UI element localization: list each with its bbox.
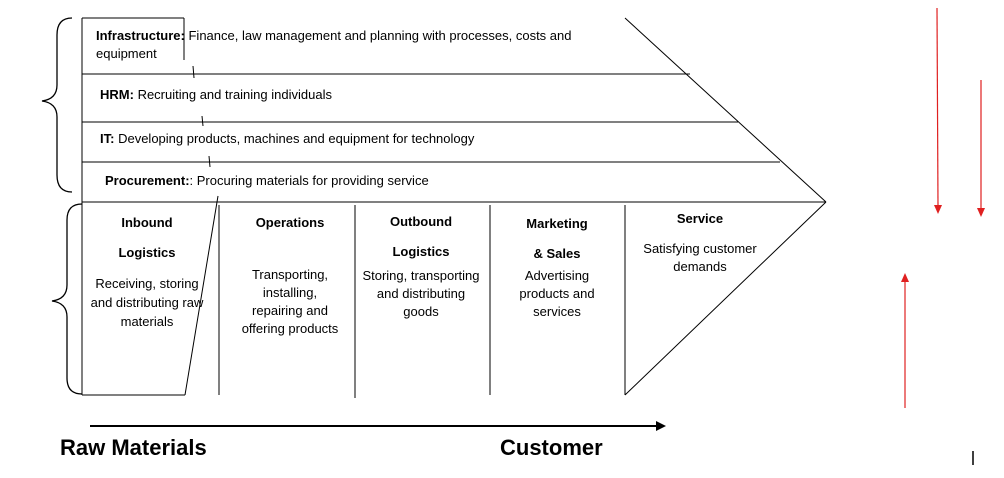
inbound-title-2: Logistics	[118, 245, 176, 260]
red-arrow-down-1	[936, 7, 939, 207]
inbound-title-1: Inbound	[121, 215, 173, 230]
tick-mark	[201, 115, 204, 127]
tick-mark	[192, 65, 195, 79]
marketing-title-1: Marketing	[526, 216, 588, 231]
service-text: Satisfying customer demands	[643, 241, 757, 274]
outbound-title-1: Outbound	[389, 214, 453, 229]
outbound-text: Storing, transporting and distributing g…	[362, 268, 480, 319]
chevron-bottom-edge	[624, 201, 827, 396]
procurement-text: : Procuring materials for providing serv…	[189, 173, 429, 188]
support-procurement: Procurement:: Procuring materials for pr…	[105, 172, 665, 190]
primary-service: Service Satisfying customer demands	[636, 210, 764, 276]
procurement-label: Procurement:	[105, 173, 190, 188]
operations-text: Transporting, installing, repairing and …	[241, 267, 339, 336]
red-arrow-head	[934, 205, 942, 214]
it-text: Developing products, machines and equipm…	[118, 131, 475, 146]
outbound-title-2: Logistics	[392, 244, 450, 259]
service-title: Service	[676, 211, 724, 226]
primary-inbound-logistics: Inbound Logistics Receiving, storing and…	[88, 214, 206, 331]
red-arrow-head	[977, 208, 985, 217]
support-hrm: HRM: Recruiting and training individuals	[100, 86, 600, 104]
support-infrastructure: Infrastructure: Finance, law management …	[96, 27, 606, 63]
infrastructure-text: Finance, law management and planning wit…	[96, 28, 572, 61]
chevron-top-edge	[624, 17, 827, 203]
column-divider-slanted	[184, 195, 219, 396]
hrm-label: HRM:	[100, 87, 134, 102]
support-brace	[41, 17, 73, 193]
hrm-text: Recruiting and training individuals	[137, 87, 332, 102]
marketing-title-2: & Sales	[533, 246, 581, 261]
support-it: IT: Developing products, machines and eq…	[100, 130, 660, 148]
infrastructure-label: Infrastructure:	[96, 28, 185, 43]
tick-mark	[208, 155, 211, 168]
primary-marketing-sales: Marketing & Sales Advertising products a…	[505, 215, 609, 321]
operations-title: Operations	[255, 215, 325, 230]
primary-operations: Operations Transporting, installing, rep…	[236, 214, 344, 338]
flow-end-label: Customer	[500, 435, 603, 460]
it-label: IT:	[100, 131, 115, 146]
red-arrow-head	[901, 273, 909, 282]
marketing-text: Advertising products and services	[519, 268, 595, 319]
primary-outbound-logistics: Outbound Logistics Storing, transporting…	[362, 213, 480, 321]
inbound-text: Receiving, storing and distributing raw …	[90, 276, 204, 329]
primary-brace	[51, 203, 83, 395]
flow-arrow-head	[656, 421, 666, 431]
flow-start-label: Raw Materials	[60, 435, 207, 460]
